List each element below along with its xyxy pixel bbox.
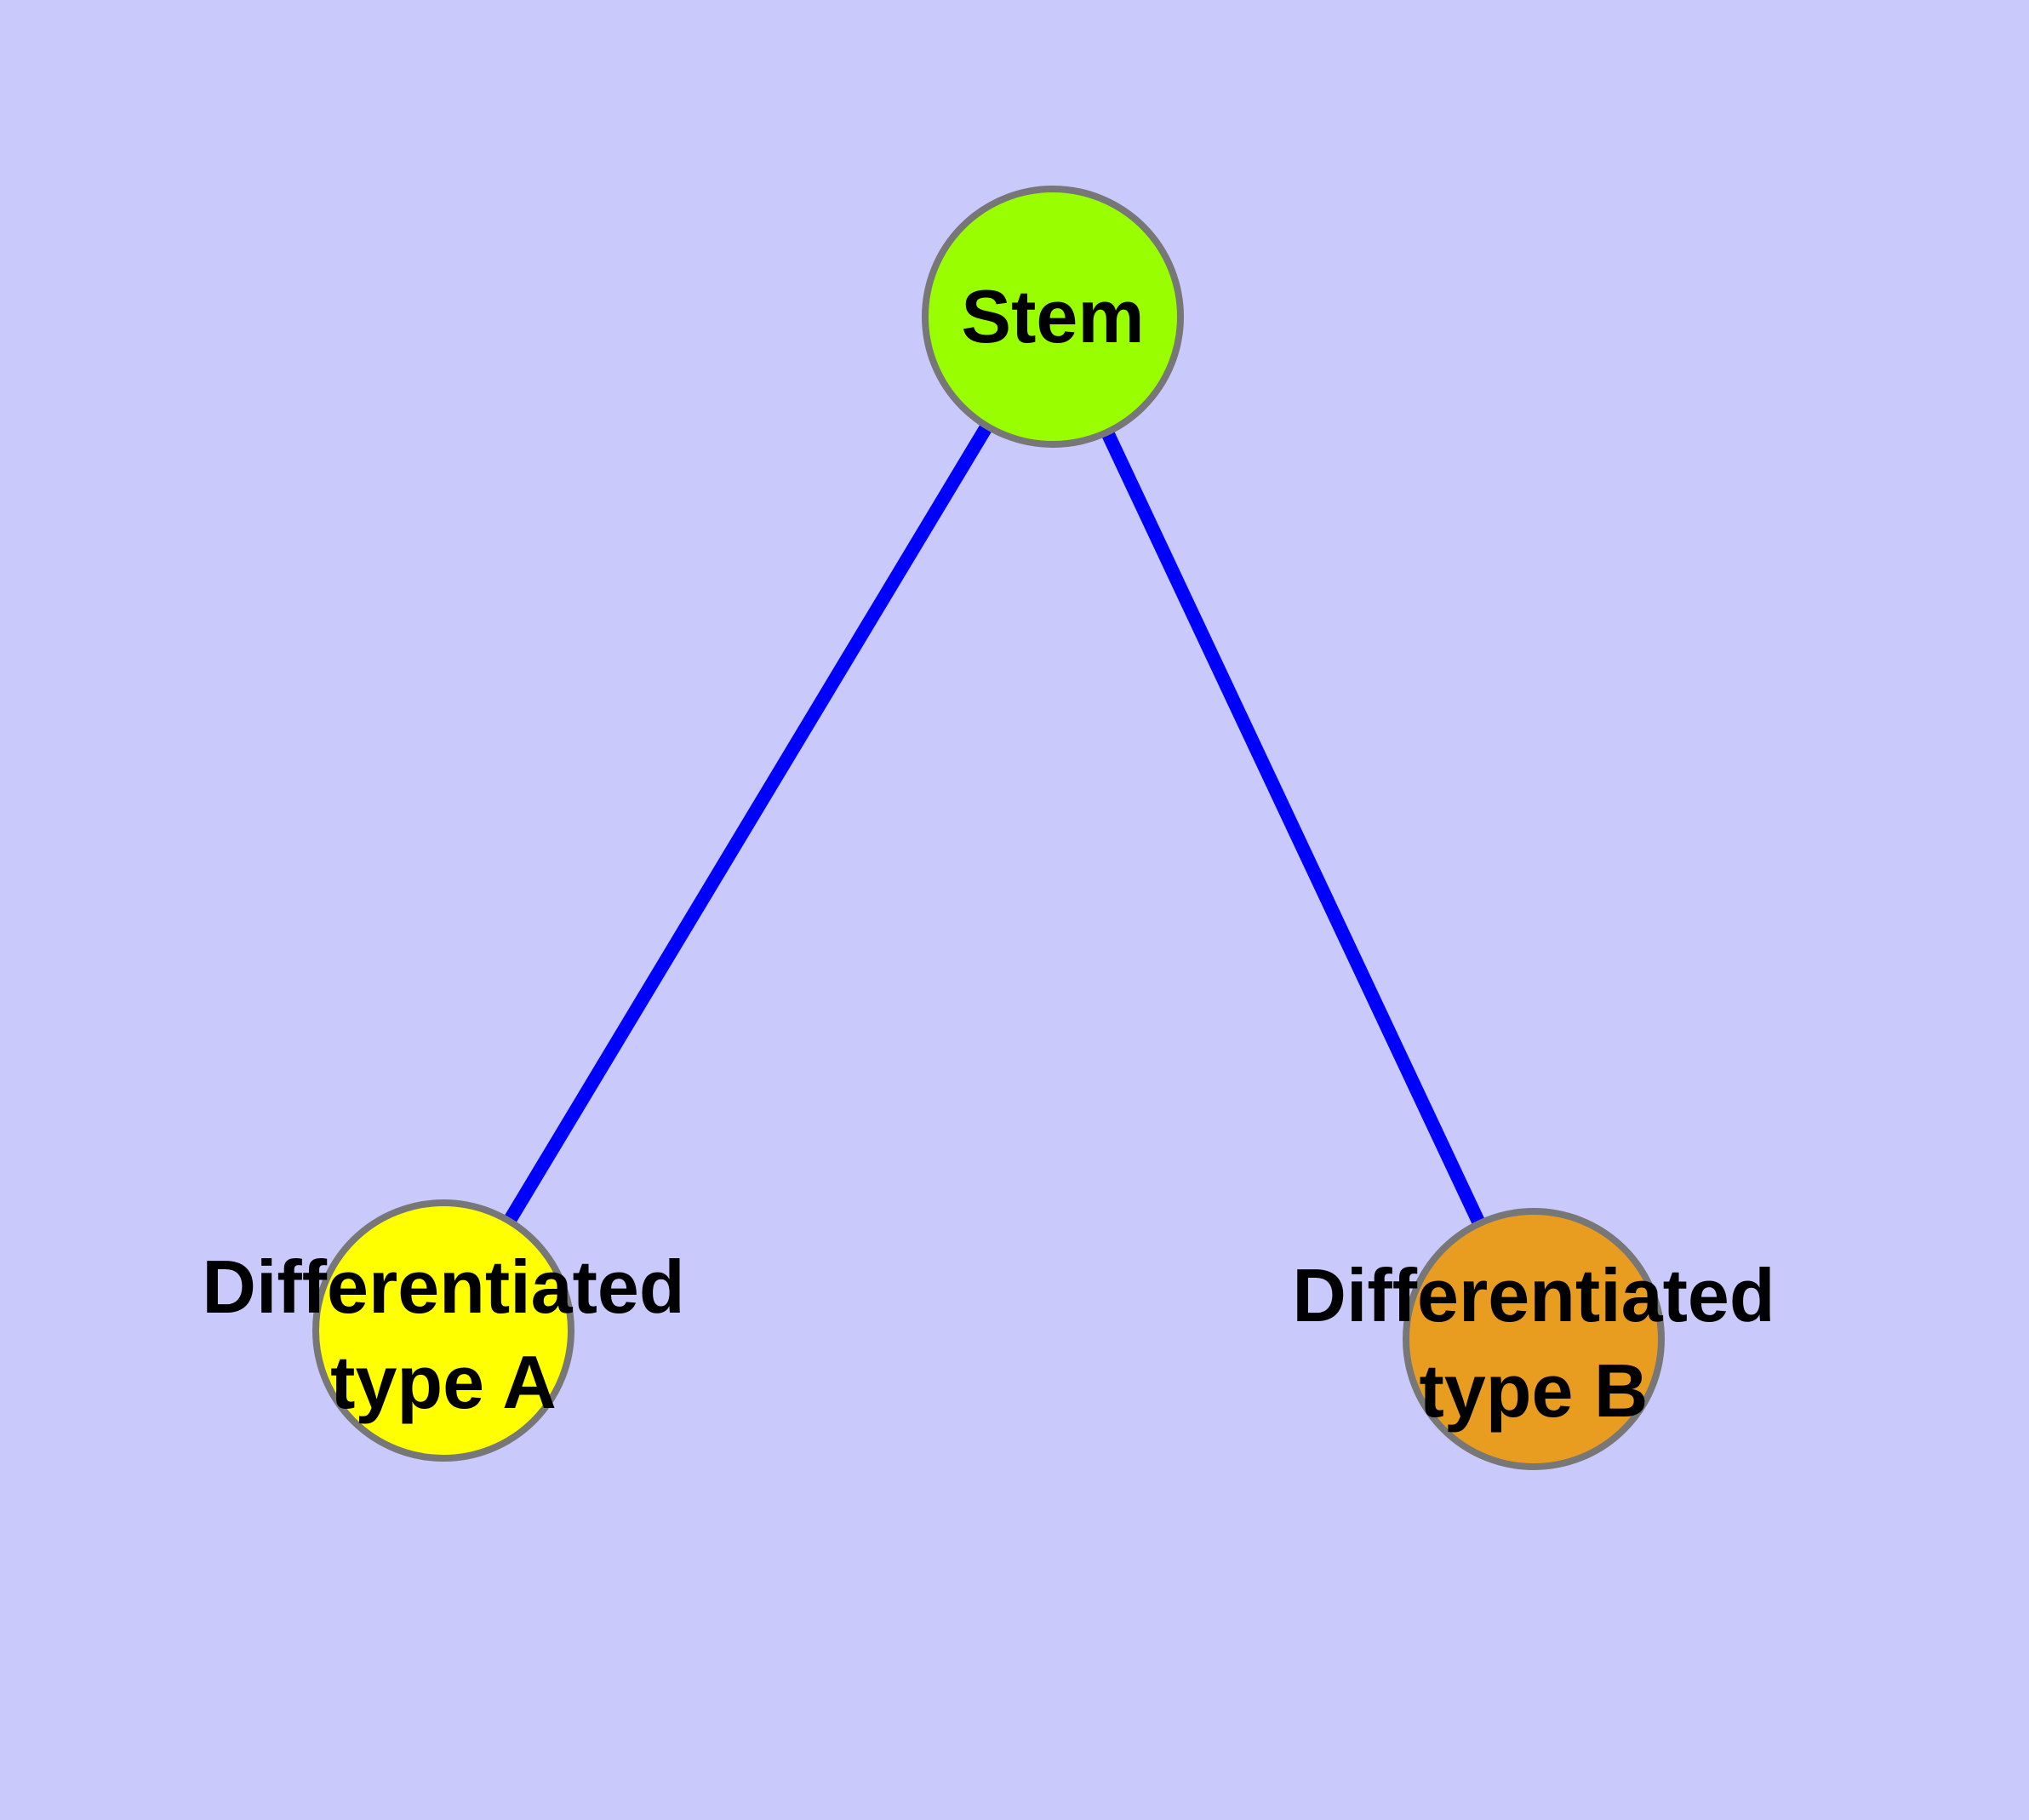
edge-stem-to-type-a	[437, 312, 1059, 1335]
edge-stem-to-type-b	[1046, 313, 1540, 1342]
node-type-b	[1403, 1208, 1665, 1470]
node-type-a	[312, 1199, 574, 1462]
node-stem	[922, 186, 1184, 448]
